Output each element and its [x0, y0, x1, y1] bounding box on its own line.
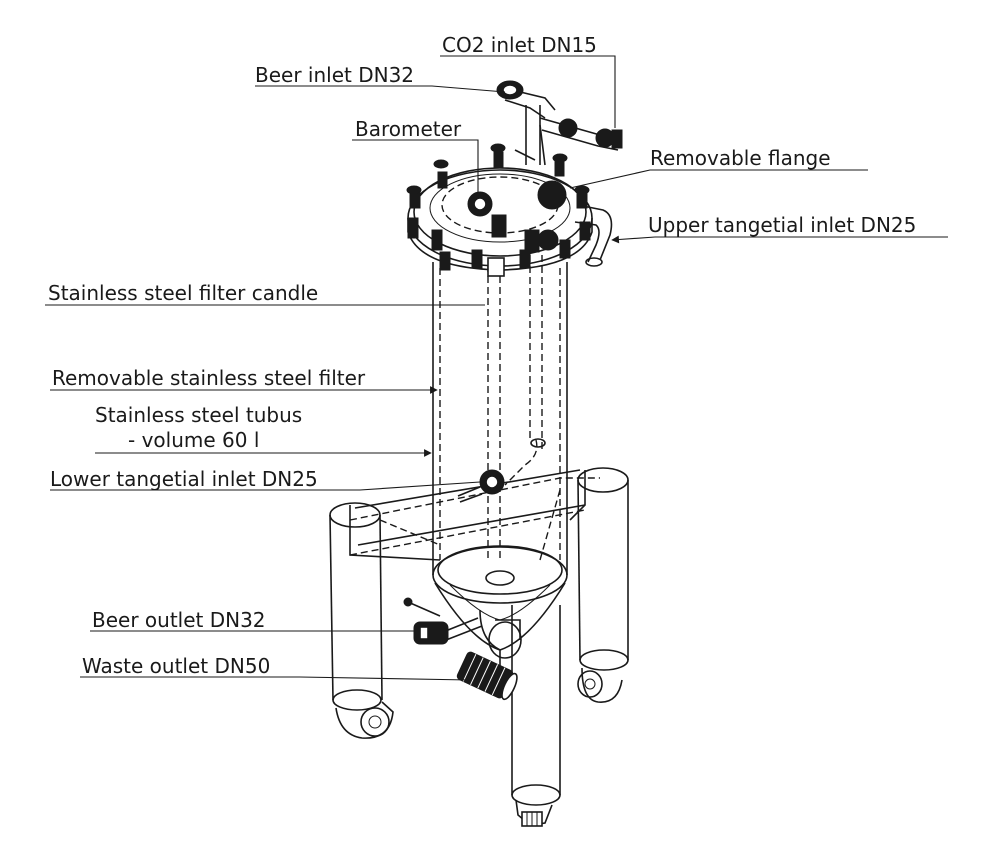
flange-bolts [406, 143, 591, 271]
tripod-frame [329, 467, 629, 827]
label-beer-inlet: Beer inlet DN32 [255, 63, 414, 87]
label-removable-flange: Removable flange [650, 146, 831, 170]
label-removable-filter: Removable stainless steel filter [52, 366, 366, 390]
inlet-piping [496, 80, 623, 166]
label-beer-outlet: Beer outlet DN32 [92, 608, 266, 632]
label-tubus-line2: - volume 60 l [128, 428, 259, 452]
label-waste-outlet: Waste outlet DN50 [82, 654, 270, 678]
label-filter-candle: Stainless steel filter candle [48, 281, 318, 305]
labels: CO2 inlet DN15 Beer inlet DN32 Barometer… [48, 33, 916, 678]
label-co2-inlet: CO2 inlet DN15 [442, 33, 597, 57]
label-barometer: Barometer [355, 117, 462, 141]
label-upper-tangential-inlet: Upper tangetial inlet DN25 [648, 213, 916, 237]
outlet-fittings [403, 597, 518, 701]
label-lower-tangential-inlet: Lower tangetial inlet DN25 [50, 467, 318, 491]
label-tubus-line1: Stainless steel tubus [95, 403, 302, 427]
top-flange [406, 143, 613, 277]
tubus-body [432, 255, 568, 670]
leader-lines [45, 55, 948, 681]
